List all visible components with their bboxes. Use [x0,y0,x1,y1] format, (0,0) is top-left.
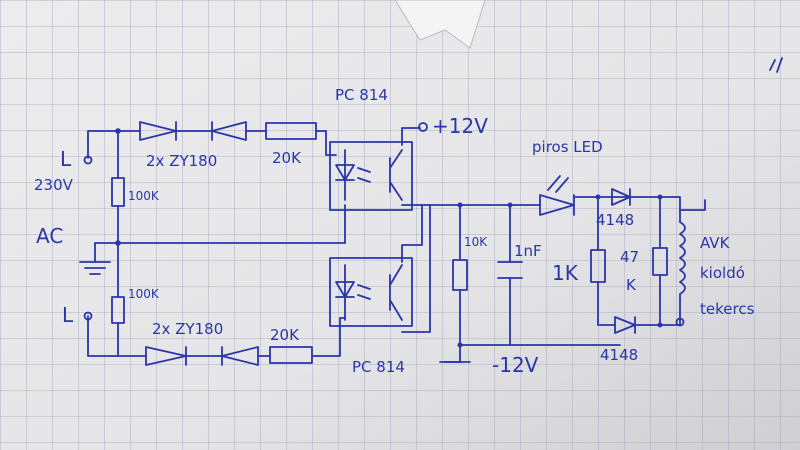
resistor-20k-top [265,122,317,140]
junction-node [115,240,121,246]
label-res-47k-bottom: K [626,276,637,294]
junction-node [457,202,463,208]
label-ac: AC [36,224,63,248]
zener-diode-pair-bottom [145,346,259,366]
label-led: piros LED [532,138,603,156]
label-plus12: +12V [432,114,488,138]
label-avk-2: kioldó [700,264,745,282]
label-diode-bottom: 4148 [600,346,638,364]
torn-paper-edge [394,0,486,49]
diode-4148-top [611,188,631,206]
junction-node [507,202,513,208]
diode-4148-bottom [614,316,636,334]
resistor-100k-bottom [111,296,125,324]
label-minus12: -12V [492,353,539,377]
capacitor-1nf [497,261,523,279]
label-res-1k: 1K [552,261,579,285]
label-diode-top: 4148 [596,211,634,229]
label-l-bottom: L [62,303,74,327]
zener-diode-pair-top [139,121,247,141]
junction-node [657,322,663,328]
optocoupler-bottom [329,257,413,327]
label-opto-bottom: PC 814 [352,358,405,376]
resistor-20k-bottom [269,346,313,364]
label-res-47k-top: 47 [620,248,639,266]
label-cap-1nf: 1nF [514,242,542,260]
trip-coil [679,221,686,301]
label-zener-bottom: 2x ZY180 [152,320,223,338]
junction-node [115,128,121,134]
junction-node [595,194,601,200]
label-res-20k-top: 20K [272,149,302,167]
red-led [539,175,575,216]
label-avk-3: tekercs [700,300,755,318]
terminal-plus12 [418,122,428,132]
optocoupler-top [329,141,413,211]
resistor-100k-top [111,177,125,207]
label-zener-top: 2x ZY180 [146,152,217,170]
label-res-100k-top: 100K [128,189,160,203]
label-avk-1: AVK [700,234,731,252]
label-mains-voltage: 230V [34,176,74,194]
circuit-wires [79,127,706,363]
junction-node [457,342,463,348]
terminal-l-top [83,155,93,165]
label-opto-top: PC 814 [335,86,388,104]
junction-node [657,194,663,200]
margin-scribble [769,57,783,73]
label-res-100k-bottom: 100K [128,287,160,301]
resistor-10k [452,259,468,291]
label-res-10k: 10K [464,235,488,249]
label-res-20k-bottom: 20K [270,326,300,344]
terminal-out [675,317,685,327]
resistor-47k [652,247,668,276]
resistor-1k [590,249,606,283]
label-l-top: L [60,147,72,171]
terminal-l-bottom [83,311,93,321]
